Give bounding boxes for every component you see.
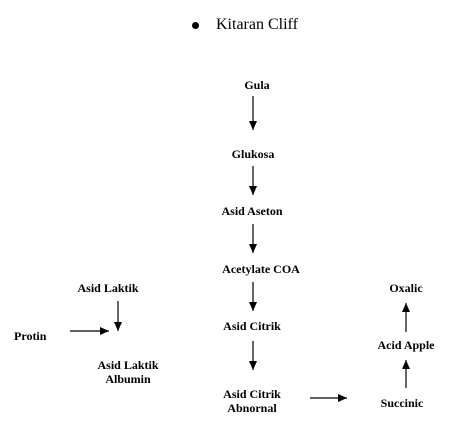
title-text: Kitaran Cliff [216, 16, 298, 33]
node-asid-laktik-albumin: Asid Laktik Albumin [97, 358, 158, 386]
node-asid-laktik-albumin-line2: Albumin [105, 372, 151, 386]
node-asid-laktik: Asid Laktik [77, 281, 139, 295]
node-asid-aseton: Asid Aseton [221, 204, 283, 218]
diagram-title: Kitaran Cliff [192, 15, 298, 35]
node-acid-apple: Acid Apple [377, 338, 435, 352]
node-asid-citrik: Asid Citrik [223, 319, 281, 333]
node-gula: Gula [244, 78, 270, 92]
node-glukosa: Glukosa [231, 147, 275, 161]
node-protin: Protin [14, 329, 47, 343]
node-asid-laktik-albumin-line1: Asid Laktik [97, 358, 159, 372]
node-asid-citrik-abnornal: Asid Citrik Abnornal [223, 387, 281, 415]
node-oxalic: Oxalic [389, 281, 423, 295]
node-asid-citrik-abnornal-line1: Asid Citrik [223, 387, 281, 401]
node-succinic: Succinic [380, 396, 424, 410]
node-acetylate-coa: Acetylate COA [222, 262, 300, 276]
node-asid-citrik-abnornal-line2: Abnornal [227, 401, 277, 415]
bullet-icon [192, 21, 199, 29]
